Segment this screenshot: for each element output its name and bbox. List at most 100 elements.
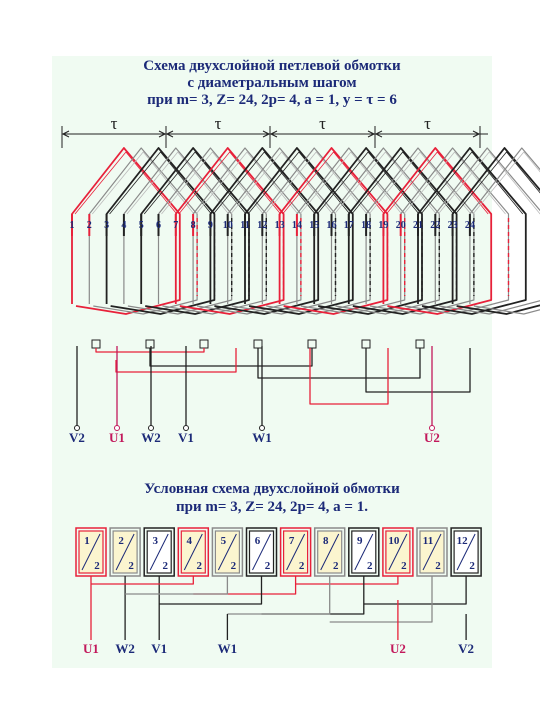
terminal-point: [114, 425, 120, 431]
dimension-arrow: [375, 130, 383, 138]
coil-cell-body: [146, 530, 172, 574]
coil-side: [451, 147, 540, 315]
coil-end-inner: [195, 151, 299, 215]
diagram-title-line-1: Схема двухслойной петлевой обмотки: [143, 58, 401, 74]
coil-end-inner: [282, 151, 385, 215]
slot-number: 12: [257, 220, 267, 231]
coil-end-inner: [299, 151, 403, 215]
pole-pitch-label: τ: [215, 114, 222, 133]
terminal-label-w2: W2: [141, 430, 161, 445]
coil-diagonal: [149, 533, 169, 571]
dimension-arrow: [262, 130, 270, 138]
coil-side: [469, 147, 540, 315]
conventional-terminal-label-u2: U2: [390, 641, 406, 656]
pole-pitch-label: τ: [319, 114, 326, 133]
bus-line: [329, 576, 433, 623]
terminal-point: [74, 425, 80, 431]
coil-layer-number: 2: [231, 560, 237, 572]
end-connector: [307, 339, 317, 349]
dimension-arrow: [367, 130, 375, 138]
coil-diagonal: [252, 533, 271, 571]
coil-number: 11: [423, 535, 433, 547]
coil-diagonal: [115, 533, 135, 571]
dimension-arrow: [158, 130, 166, 138]
coil-end-inner: [264, 151, 368, 215]
terminal-point: [183, 425, 189, 431]
coil-number: 7: [289, 535, 295, 547]
slot-number: 16: [327, 220, 337, 231]
coil-layer-number: 2: [299, 560, 305, 572]
terminal-label-v1: V1: [178, 430, 194, 445]
conventional-diagram-parameters: при m= 3, Z= 24, 2p= 4, a = 1.: [176, 499, 368, 515]
group-connection: [149, 348, 313, 367]
slot-number: 5: [139, 220, 144, 231]
coil-layer-number: 2: [265, 560, 271, 572]
slot-number: 10: [223, 220, 233, 231]
terminal-label-v2: V2: [69, 430, 85, 445]
coil-cell-body: [453, 530, 479, 574]
terminal-point: [148, 425, 154, 431]
coil-cell: [211, 527, 244, 577]
terminal-label-u1: U1: [109, 430, 125, 445]
coil-diagonal: [183, 533, 203, 571]
coil-cell: [416, 527, 448, 577]
coil-end-inner: [403, 151, 506, 215]
coil-diagonal: [354, 533, 374, 571]
conventional-diagram-title: Условная схема двухслойной обмотки: [144, 481, 400, 497]
coil-end-inner: [178, 151, 281, 215]
slot-number: 24: [465, 220, 475, 231]
coil-cell: [450, 527, 482, 577]
bus-line: [125, 576, 229, 595]
end-connector: [199, 339, 209, 349]
slot-number: 18: [361, 220, 371, 231]
coil-end-inner: [386, 151, 489, 215]
coil-end-inner: [351, 151, 454, 215]
slot-number: 11: [240, 220, 249, 231]
coil-layer-number: 2: [469, 560, 475, 572]
end-connector: [361, 339, 371, 349]
coil-end-inner: [91, 151, 195, 215]
coil-number: 6: [255, 535, 261, 547]
conventional-terminal-label-w2: W2: [115, 641, 135, 656]
coil-layer-number: 2: [367, 560, 373, 572]
slot-number: 17: [344, 220, 354, 231]
coil-number: 2: [118, 535, 124, 547]
coil-layer-number: 2: [128, 560, 134, 572]
conventional-terminal-label-u1: U1: [83, 641, 99, 656]
end-connector: [415, 339, 425, 349]
terminal-label-w1: W1: [252, 430, 272, 445]
coil-number: 9: [357, 535, 363, 547]
coil-diagonal: [286, 533, 306, 571]
bus-line: [227, 576, 331, 615]
conventional-terminal-label-v1: V1: [151, 641, 167, 656]
bus-line: [261, 576, 365, 615]
terminal-point: [429, 425, 435, 431]
dimension-arrow: [270, 130, 278, 138]
coil-layer-number: 2: [333, 560, 339, 572]
coil-cell: [177, 527, 210, 577]
coil-end-inner: [161, 151, 264, 215]
coil-end-inner: [455, 151, 540, 215]
slot-number: 8: [191, 220, 196, 231]
group-connection: [115, 348, 237, 373]
bus-line: [159, 576, 263, 605]
slot-number: 19: [378, 220, 388, 231]
slot-number: 1: [70, 220, 75, 231]
coil-cell: [279, 527, 312, 577]
bus-line: [193, 576, 297, 595]
coil-end-inner: [437, 151, 540, 215]
terminal-label-u2: U2: [424, 430, 440, 445]
pole-pitch-label: τ: [424, 114, 431, 133]
coil-number: 1: [84, 535, 90, 547]
end-connector: [145, 339, 155, 349]
coil-diagonal: [456, 533, 476, 571]
coil-end-inner: [472, 151, 540, 215]
pole-pitch-label: τ: [111, 114, 118, 133]
coil-end-inner: [126, 151, 230, 215]
conventional-terminal-label-v2: V2: [458, 641, 474, 656]
slot-number: 21: [413, 220, 423, 231]
bus-line: [295, 576, 399, 585]
coil-cell: [143, 527, 175, 577]
slot-number: 2: [87, 220, 92, 231]
end-connector: [91, 339, 101, 349]
